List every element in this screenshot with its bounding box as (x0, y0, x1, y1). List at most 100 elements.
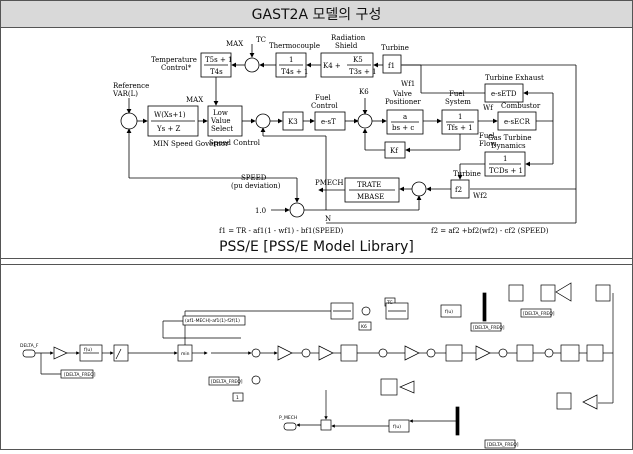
governor-max: MAX (186, 96, 203, 104)
sum-mid-6 (498, 348, 508, 358)
fcn-expression-block (182, 315, 246, 326)
divider (1, 258, 632, 259)
exhaust-label: Turbine Exhaust (485, 74, 544, 82)
temp-control-label: Temperature (151, 56, 197, 64)
radiation-label: Radiation (331, 34, 366, 42)
speed-deviation-label: (pu deviation) (231, 182, 281, 190)
gtd-numerator: 1 (503, 155, 507, 163)
gain-mid-3 (404, 345, 420, 361)
tf-top-right-2 (540, 284, 556, 302)
gtd-denominator: TCDs + 1 (489, 167, 523, 175)
gain-top-right (555, 282, 572, 302)
sum-mid-7 (544, 348, 554, 358)
fcn-block-top (440, 304, 462, 318)
combustor-expr: e-sECR (504, 118, 531, 126)
k6-const-label: K6 (361, 324, 367, 330)
governor-name: Speed Governor (171, 140, 229, 148)
wf1-label: Wf1 (401, 80, 415, 88)
delta-freq-label-2: [DELTA_FREQ] (473, 325, 505, 331)
tf-mid-4 (586, 344, 604, 362)
sum-reference (120, 112, 138, 130)
sum-mid-4 (378, 348, 388, 358)
speed-label: SPEED (241, 174, 267, 182)
temp-control-max: MAX (226, 40, 243, 48)
gain-input (53, 346, 68, 360)
gain-mid-2 (318, 345, 334, 361)
thermocouple-denominator: T4s + 1 (281, 68, 308, 76)
gtd-label: Gas Turbine (488, 134, 531, 142)
tf-mid-3 (516, 344, 534, 362)
pmech-label: PMECH (315, 179, 343, 187)
sum-mid-5 (426, 348, 436, 358)
sum-valve (357, 113, 373, 129)
f1-label: f1 (388, 62, 395, 70)
delta-freq-label-4: [DELTA_FREQ] (211, 379, 243, 385)
gain-mid-1 (277, 345, 293, 361)
delta-freq-goto-4 (484, 439, 516, 449)
p-mech-label: P_MECH (279, 415, 297, 421)
lvs-line2: Value (210, 117, 230, 125)
delay-block (560, 344, 580, 362)
fuel-flow-label: Fuel (479, 132, 496, 140)
lvs-line3: Select (211, 125, 233, 133)
tf-mid-2 (445, 344, 463, 362)
fuel-control-label2: Control (311, 102, 338, 110)
gain-mid-4 (475, 345, 491, 361)
lvs-line1: Low (213, 109, 228, 117)
reference-label: Reference (113, 82, 149, 90)
fcn-top-label: f(u) (445, 309, 453, 315)
equation-f1: f1 = TR - af1(1 - wf1) - bf1(SPEED) (219, 227, 344, 235)
speed-control-label: Speed Control (209, 139, 261, 147)
delta-f-inport (22, 349, 36, 358)
fuel-system-numerator: 1 (458, 113, 462, 121)
reference-var-label: VAR(L) (112, 90, 138, 98)
psse-block-diagram: Reference VAR(L) W(Xs+1) Ys + Z MAX MIN … (112, 34, 577, 235)
temp-control-denominator: T4s (210, 68, 223, 76)
radiation-expr: K4 + (323, 62, 341, 70)
governor-denominator: Ys + Z (156, 125, 181, 133)
wf2-label: Wf2 (473, 192, 487, 200)
valve-label: Valve (392, 90, 412, 98)
figure-title: GAST2A 모델의 구성 (1, 1, 632, 28)
sum-speed (289, 202, 305, 218)
thermocouple-label: Thermocouple (269, 42, 320, 50)
combustor-label: Combustor (501, 102, 541, 110)
tf-right-lower (556, 392, 572, 410)
fuel-flow-label2: Flow (479, 140, 496, 148)
sum-temperature (244, 57, 260, 73)
fuel-system-denominator: Tfs + 1 (447, 124, 473, 132)
governor-min: MIN (153, 140, 169, 148)
p-mech-outport (283, 422, 297, 431)
exhaust-expr: e-sETD (491, 90, 517, 98)
psse-caption: PSS/E [PSS/E Model Library] (219, 239, 414, 255)
valve-numerator: a (403, 113, 407, 121)
delta-freq-goto-3 (520, 308, 552, 318)
n-label: N (325, 215, 331, 223)
one-const-label: 1 (236, 395, 239, 401)
gtd-label2: Dynamics (491, 142, 526, 150)
gain-right-lower (582, 394, 598, 410)
turbine-f1-block (382, 54, 402, 74)
kf-label: Kf (390, 147, 399, 155)
thermocouple-numerator: 1 (289, 56, 293, 64)
min-label: min (181, 351, 190, 357)
wf-label: Wf (483, 104, 494, 112)
tf-top-right-1 (508, 284, 524, 302)
psse-diagram-panel: Reference VAR(L) W(Xs+1) Ys + Z MAX MIN … (1, 28, 632, 263)
fcn-expression-label: (af1-MECH)-af1(1)-f2f(1) (185, 318, 240, 324)
mbase-label: MBASE (357, 193, 384, 201)
delta-f-label: DELTA_F (20, 343, 39, 349)
delta-freq-goto-2 (470, 322, 502, 332)
k3-label: K3 (288, 118, 298, 126)
equation-f2: f2 = af2 +bf2(wf2) - cf2 (SPEED) (431, 227, 549, 235)
delta-freq-from-1 (208, 376, 240, 386)
fcn-bottom-label: f(u) (393, 424, 401, 430)
tf-top-right-3 (595, 284, 611, 302)
turbine2-label: Turbine (453, 170, 481, 178)
tf-mid-1 (340, 344, 358, 362)
mux-bottom (455, 406, 460, 436)
one-label: 1.0 (255, 207, 266, 215)
radiation-numerator: K5 (353, 56, 363, 64)
valve-label2: Positioner (385, 98, 421, 106)
